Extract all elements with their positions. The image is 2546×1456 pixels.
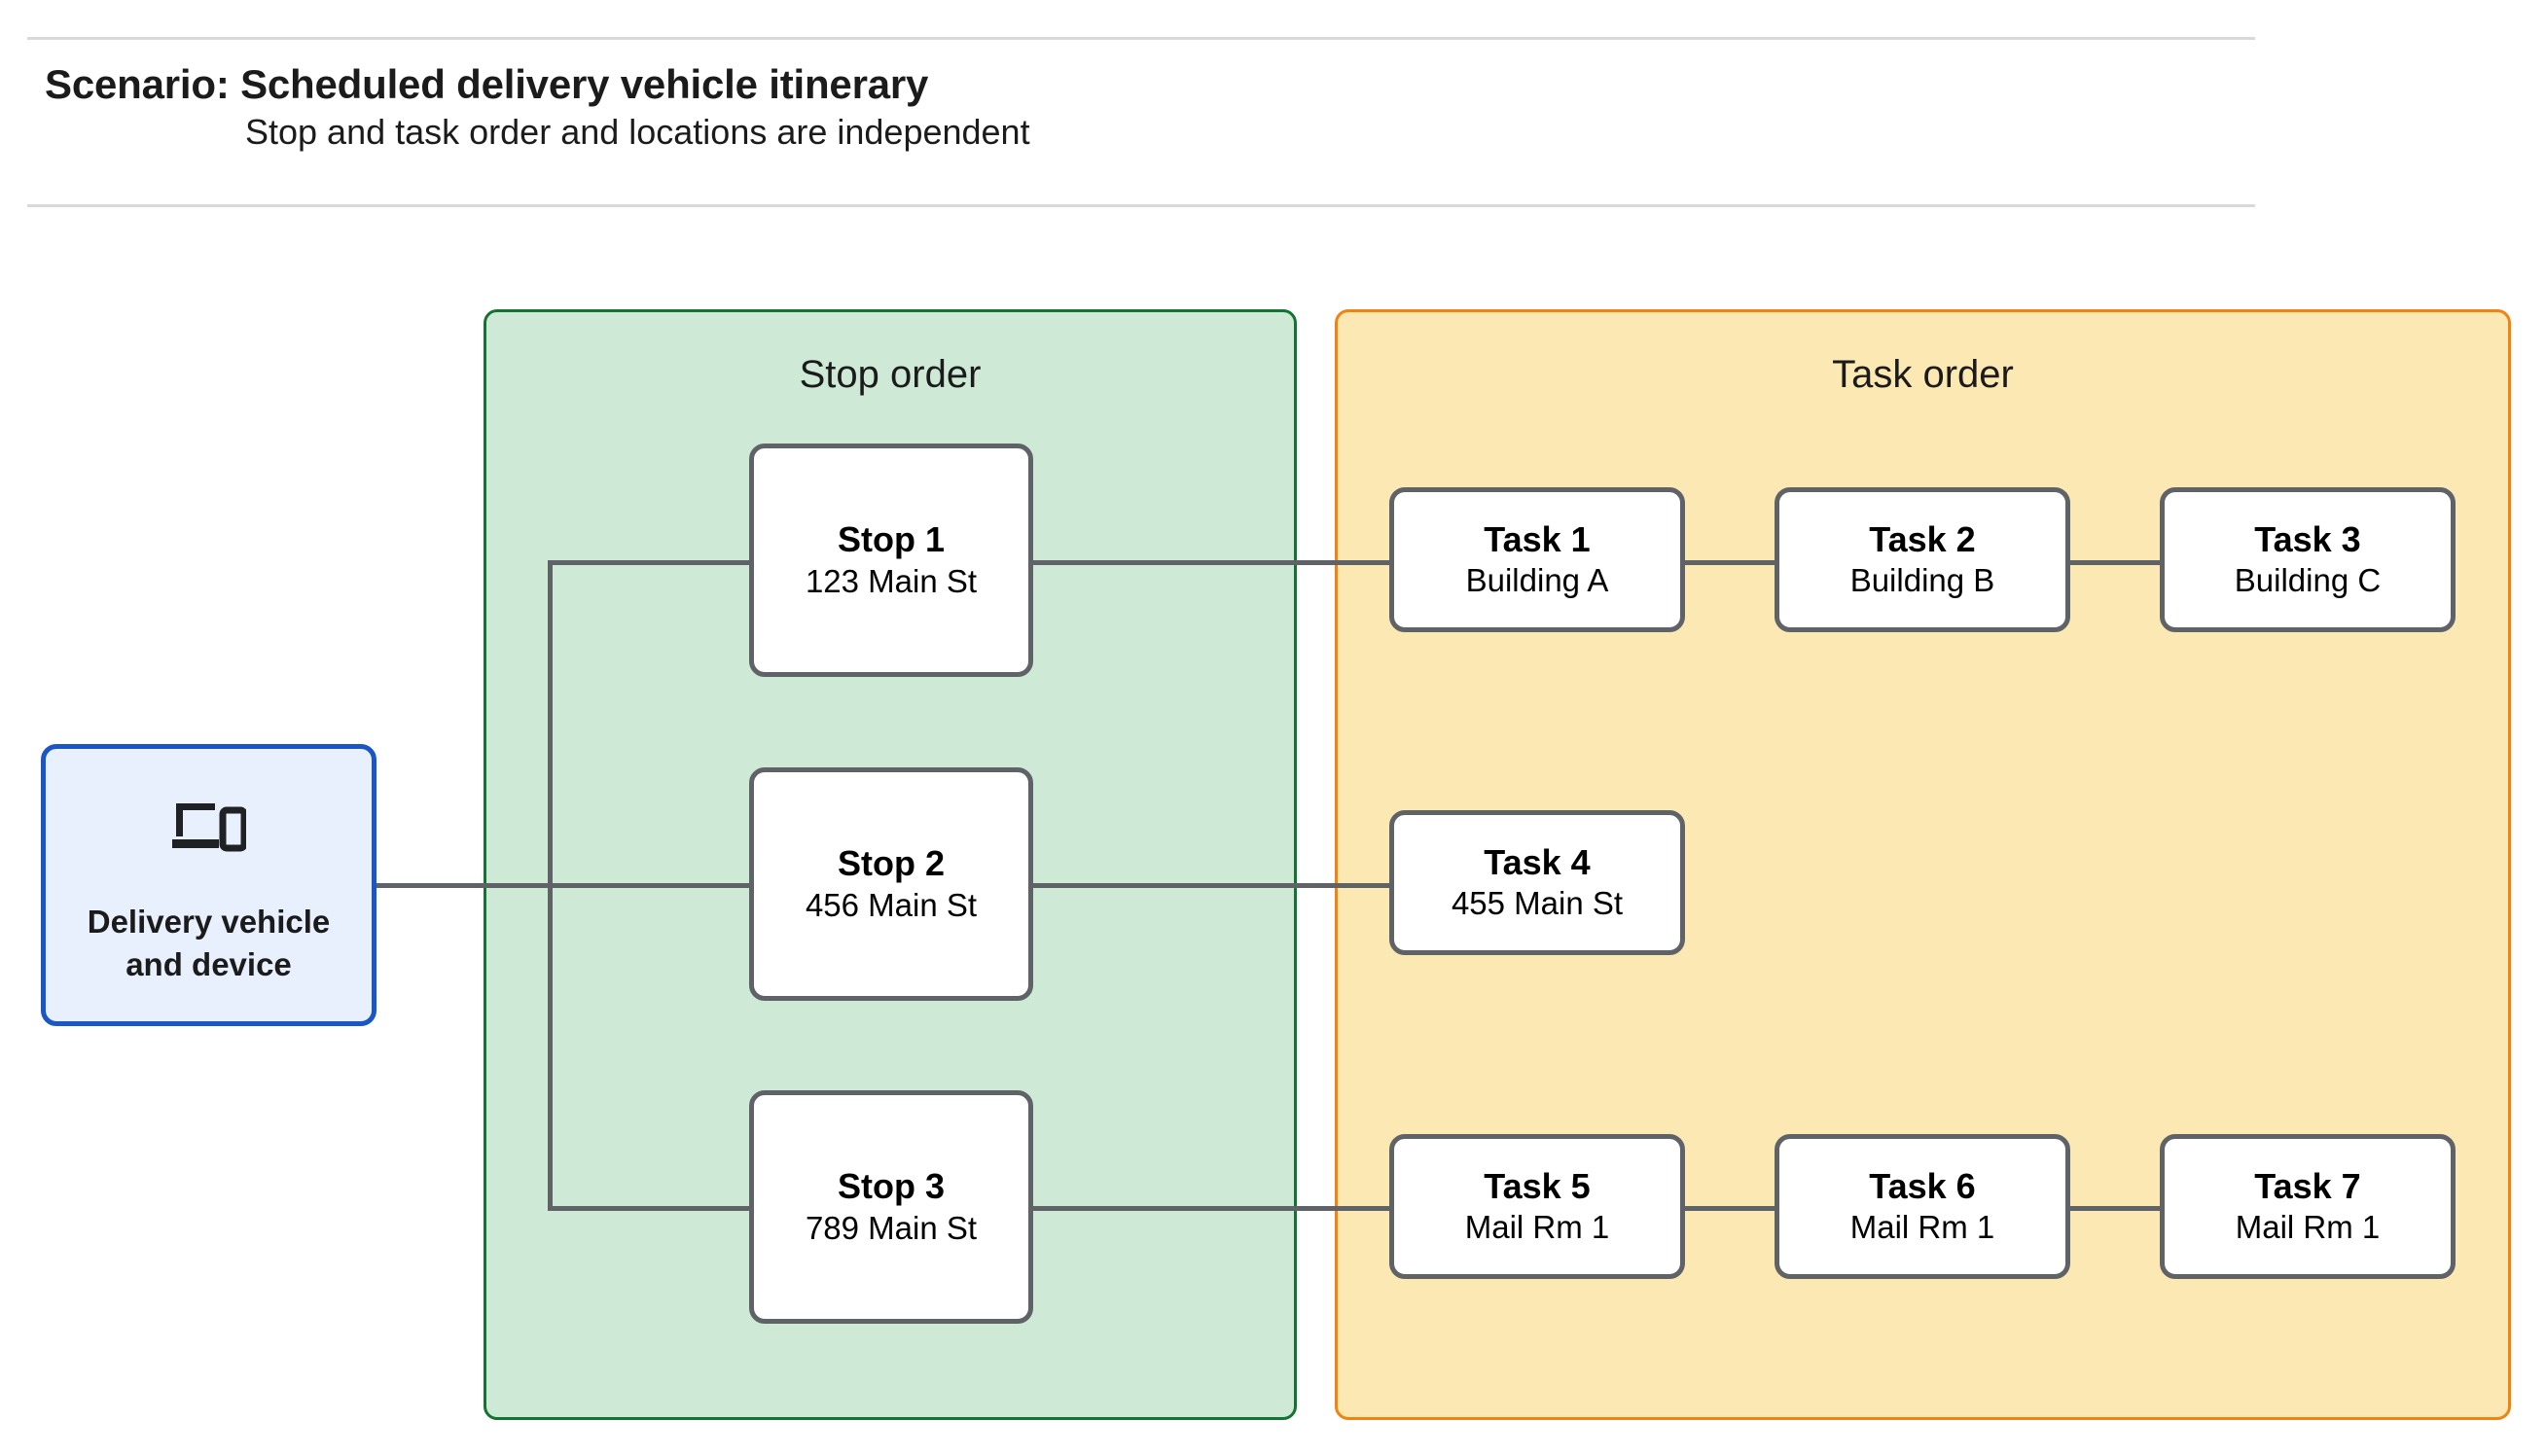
- stop-node-address: 789 Main St: [805, 1209, 978, 1246]
- task-node-1[interactable]: Task 1 Building A: [1389, 487, 1685, 632]
- connector-stop-1-to-task-1: [1029, 560, 1394, 565]
- task-node-location: Mail Rm 1: [1849, 1209, 1995, 1246]
- stop-node-address: 123 Main St: [805, 562, 978, 599]
- task-node-location: 455 Main St: [1451, 885, 1624, 922]
- stop-node-title: Stop 3: [837, 1166, 945, 1207]
- task-node-location: Mail Rm 1: [1464, 1209, 1610, 1246]
- task-node-title: Task 3: [2254, 518, 2361, 559]
- task-node-location: Building A: [1465, 562, 1609, 599]
- connector-stop-2-to-task-4: [1029, 883, 1394, 888]
- stop-node-3[interactable]: Stop 3 789 Main St: [749, 1090, 1033, 1324]
- connector-task-2-to-task-3: [2066, 560, 2164, 565]
- page-title: Scenario: Scheduled delivery vehicle iti…: [45, 61, 929, 107]
- connector-trunk-to-stop-3: [548, 1206, 754, 1211]
- connector-task-5-to-task-6: [1681, 1206, 1778, 1211]
- task-node-location: Building C: [2234, 562, 2382, 599]
- task-node-title: Task 4: [1484, 841, 1591, 882]
- task-node-7[interactable]: Task 7 Mail Rm 1: [2160, 1134, 2456, 1279]
- delivery-vehicle-label: Delivery vehicle and device: [87, 904, 331, 982]
- devices-icon: [171, 803, 246, 852]
- connector-task-1-to-task-2: [1681, 560, 1778, 565]
- task-node-title: Task 2: [1869, 518, 1976, 559]
- header-divider-bottom: [27, 204, 2255, 207]
- stop-node-1[interactable]: Stop 1 123 Main St: [749, 444, 1033, 677]
- connector-stop-3-to-task-5: [1029, 1206, 1394, 1211]
- stop-node-2[interactable]: Stop 2 456 Main St: [749, 767, 1033, 1001]
- stop-node-title: Stop 1: [837, 519, 945, 560]
- task-order-panel-title: Task order: [1832, 353, 2014, 396]
- connector-vehicle-to-trunk: [377, 883, 553, 888]
- task-node-title: Task 1: [1484, 518, 1591, 559]
- task-node-6[interactable]: Task 6 Mail Rm 1: [1775, 1134, 2070, 1279]
- page-subtitle: Stop and task order and locations are in…: [245, 112, 1030, 152]
- stop-node-address: 456 Main St: [805, 886, 978, 923]
- connector-trunk-to-stop-2: [548, 883, 754, 888]
- task-node-2[interactable]: Task 2 Building B: [1775, 487, 2070, 632]
- stop-node-title: Stop 2: [837, 843, 945, 884]
- task-node-5[interactable]: Task 5 Mail Rm 1: [1389, 1134, 1685, 1279]
- task-node-3[interactable]: Task 3 Building C: [2160, 487, 2456, 632]
- header-divider-top: [27, 37, 2255, 40]
- task-node-title: Task 7: [2254, 1165, 2361, 1206]
- task-node-4[interactable]: Task 4 455 Main St: [1389, 810, 1685, 955]
- connector-trunk-to-stop-1: [548, 560, 754, 565]
- delivery-vehicle-node[interactable]: Delivery vehicle and device: [41, 744, 377, 1026]
- task-node-title: Task 6: [1869, 1165, 1976, 1206]
- stop-order-panel-title: Stop order: [799, 353, 982, 396]
- task-node-location: Mail Rm 1: [2235, 1209, 2381, 1246]
- task-node-title: Task 5: [1484, 1165, 1591, 1206]
- task-node-location: Building B: [1849, 562, 1995, 599]
- connector-task-6-to-task-7: [2066, 1206, 2164, 1211]
